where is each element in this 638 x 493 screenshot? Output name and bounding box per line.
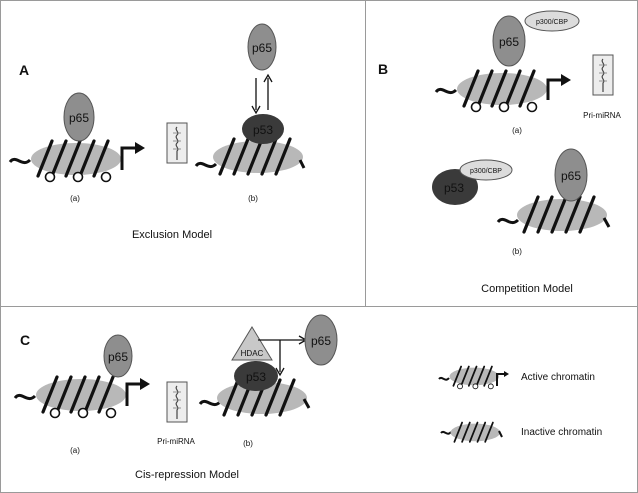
legend-inactive: Inactive chromatin	[440, 423, 602, 442]
sub-label-a: (a)	[70, 194, 80, 203]
tss-arrow	[546, 78, 562, 100]
panel-a-letter: A	[19, 62, 29, 78]
p65-protein	[554, 148, 588, 202]
legend-active-label: Active chromatin	[521, 372, 595, 383]
p53-protein	[242, 114, 284, 144]
dna-strand	[496, 217, 520, 225]
dna-end	[298, 159, 306, 169]
p53-protein	[432, 169, 478, 205]
model-title: Exclusion Model	[132, 229, 212, 241]
pri-mirna-label: Pri-miRNA	[157, 437, 195, 446]
p65-protein	[492, 15, 526, 67]
p300-cbp-label: p300/CBP	[470, 168, 502, 175]
p65-protein	[304, 314, 338, 366]
dna-strand	[13, 393, 37, 401]
sub-label-b: (b)	[243, 439, 253, 448]
pri-mirna-label: Pri-miRNA	[583, 111, 621, 120]
dna-strand	[198, 399, 222, 407]
sub-label-a: (a)	[512, 126, 522, 135]
panel-a: A p65 (a) p53 p65 (b) Exclus	[0, 0, 366, 307]
dna-strand	[8, 157, 32, 165]
dna-strand	[434, 87, 458, 95]
p65-protein	[103, 334, 133, 378]
pri-mirna-hairpin	[592, 54, 614, 96]
arrowhead	[561, 74, 571, 86]
panel-c-active-chromatin: p65 Pri-miRNA (a)	[13, 334, 196, 455]
legend: Active chromatin Inactive chromatin	[438, 367, 602, 442]
p65-label: p65	[69, 111, 89, 125]
p53-label: p53	[253, 123, 273, 137]
hdac-protein	[231, 326, 273, 361]
dna-strand	[194, 161, 218, 169]
legend-inactive-label: Inactive chromatin	[521, 427, 602, 438]
p65-protein	[247, 23, 277, 71]
p53-label: p53	[444, 181, 464, 195]
panel-b-inactive-chromatin: p53 p300/CBP p65 (b)	[432, 148, 611, 256]
dna-end	[602, 217, 611, 228]
p300-cbp-label: p300/CBP	[536, 19, 568, 26]
dna-end	[302, 398, 311, 409]
tss-arrow	[125, 382, 141, 406]
hdac-label: HDAC	[241, 349, 264, 358]
p53-protein	[234, 361, 278, 391]
arrowhead	[140, 378, 150, 390]
model-title: Cis-repression Model	[135, 469, 239, 481]
panel-b-letter: B	[378, 61, 388, 77]
p65-protein	[63, 92, 95, 142]
p53-label: p53	[246, 370, 266, 384]
panel-b: B p65 p300/CBP Pri-miRNA (a) p53 p300/CB…	[365, 0, 638, 307]
panel-a-inactive-chromatin: p53 p65 (b)	[194, 23, 306, 203]
sub-label-b: (b)	[512, 247, 522, 256]
panel-b-active-chromatin: p65 p300/CBP Pri-miRNA (a)	[434, 10, 622, 135]
pri-mirna-hairpin	[166, 381, 188, 423]
pri-mirna-hairpin	[166, 122, 188, 164]
p65-label: p65	[252, 41, 272, 55]
p65-label: p65	[108, 350, 128, 364]
panel-a-active-chromatin: p65 (a)	[8, 92, 188, 203]
sub-label-b: (b)	[248, 194, 258, 203]
panel-c-inactive-chromatin: HDAC p53 p65 (b)	[198, 314, 338, 448]
p300-cbp-protein	[524, 10, 580, 32]
legend-active: Active chromatin	[438, 367, 595, 389]
panel-c-letter: C	[20, 332, 30, 348]
p65-label: p65	[561, 169, 581, 183]
p300-cbp-protein	[459, 159, 513, 181]
p65-label: p65	[311, 334, 331, 348]
tss-arrow	[120, 146, 136, 170]
arrowhead	[135, 142, 145, 154]
model-title: Competition Model	[481, 283, 573, 295]
p65-label: p65	[499, 35, 519, 49]
sub-label-a: (a)	[70, 446, 80, 455]
panel-c: C p65 Pri-miRNA (a) HDAC p53	[0, 306, 638, 493]
